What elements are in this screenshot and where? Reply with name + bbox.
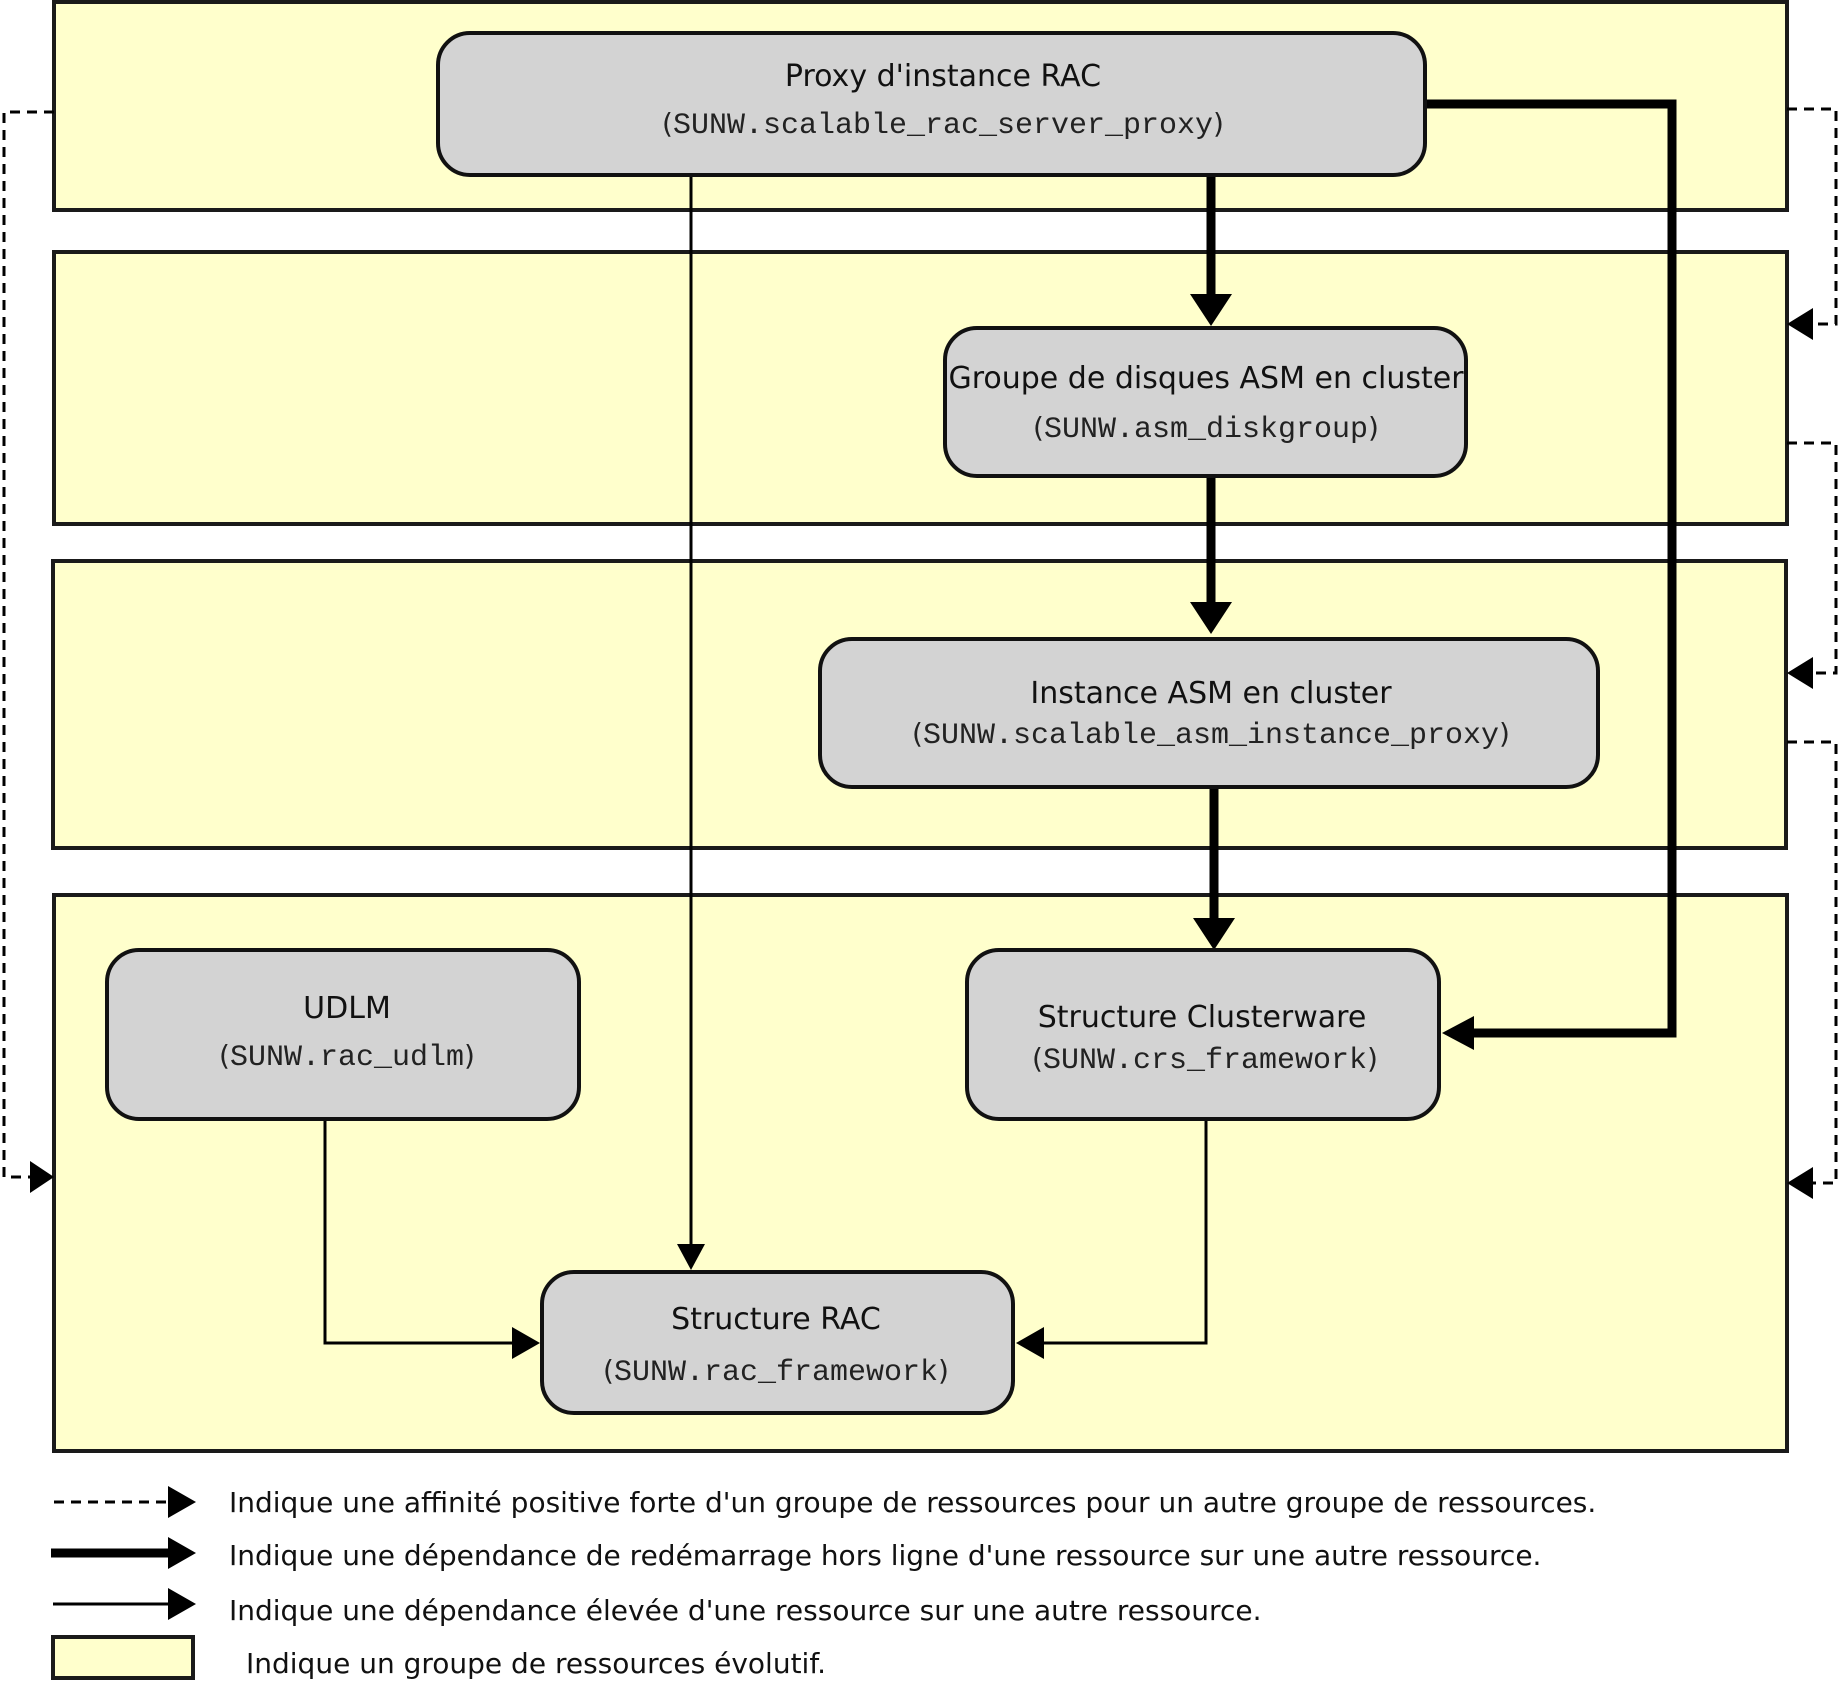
legend-dashed-text: Indique une affinité positive forte d'un… (229, 1486, 1596, 1519)
svg-text:(SUNW.asm_diskgroup): (SUNW.asm_diskgroup) (1033, 411, 1379, 447)
affinity-arrowhead-1 (1787, 308, 1813, 340)
arrowhead-instance-to-crs (1193, 918, 1235, 950)
arrowhead-proxy-to-crs (1442, 1016, 1474, 1050)
affinity-arrowhead-3 (1787, 1167, 1813, 1199)
node-type-name: SUNW.asm_diskgroup (1044, 413, 1368, 447)
legend-thick: Indique une dépendance de redémarrage ho… (51, 1537, 1541, 1572)
edge-crs-to-rac-framework (1044, 1119, 1208, 1345)
legend-group-text: Indique un groupe de ressources évolutif… (246, 1647, 826, 1680)
node-title: Proxy d'instance RAC (785, 59, 1101, 94)
svg-text:(SUNW.crs_framework): (SUNW.crs_framework) (1032, 1042, 1378, 1078)
affinity-left (2, 110, 54, 1193)
svg-text:(SUNW.rac_framework): (SUNW.rac_framework) (603, 1354, 949, 1390)
node-asm-diskgroup: Groupe de disques ASM en cluster (SUNW.a… (943, 326, 1468, 478)
legend-dashed: Indique une affinité positive forte d'un… (54, 1486, 1596, 1519)
arrowhead-proxy-to-diskgroup (1190, 294, 1232, 326)
svg-text:(SUNW.rac_udlm): (SUNW.rac_udlm) (219, 1039, 475, 1075)
svg-text:(SUNW.scalable_asm_instance_pr: (SUNW.scalable_asm_instance_proxy) (912, 717, 1510, 753)
edge-udlm-to-rac-framework (323, 1119, 512, 1345)
node-type-name: SUNW.scalable_asm_instance_proxy (923, 719, 1499, 753)
strong-dependency-edges (323, 175, 1208, 1359)
arrowhead-proxy-to-rac-framework (677, 1244, 705, 1270)
node-asm-instance: Instance ASM en cluster (SUNW.scalable_a… (818, 637, 1600, 789)
node-type-name: SUNW.scalable_rac_server_proxy (673, 109, 1213, 143)
svg-text:(SUNW.scalable_rac_server_prox: (SUNW.scalable_rac_server_proxy) (662, 107, 1224, 143)
node-rac-framework: Structure RAC (SUNW.rac_framework) (540, 1270, 1015, 1415)
edge-proxy-to-crs (1425, 99, 1677, 1038)
legend-thin: Indique une dépendance élevée d'une ress… (53, 1588, 1261, 1627)
legend: Indique une affinité positive forte d'un… (51, 1486, 1596, 1680)
arrowhead-crs-to-rac-framework (1016, 1327, 1044, 1359)
offline-restart-edges (1190, 99, 1677, 1050)
node-rac-proxy: Proxy d'instance RAC (SUNW.scalable_rac_… (436, 31, 1427, 177)
node-title: Instance ASM en cluster (1030, 676, 1392, 711)
node-type-name: SUNW.crs_framework (1043, 1044, 1367, 1078)
affinity-arrowhead-left (30, 1161, 54, 1193)
resource-group-asm-diskgroup (52, 250, 1789, 526)
node-type-name: SUNW.rac_framework (614, 1356, 938, 1390)
legend-group: Indique un groupe de ressources évolutif… (51, 1635, 826, 1680)
node-udlm: UDLM (SUNW.rac_udlm) (105, 948, 581, 1121)
node-crs-framework: Structure Clusterware (SUNW.crs_framewor… (965, 948, 1441, 1121)
node-title: Groupe de disques ASM en cluster (948, 361, 1464, 396)
affinity-right (1787, 107, 1838, 1199)
legend-thin-text: Indique une dépendance élevée d'une ress… (229, 1594, 1261, 1627)
node-title: UDLM (303, 991, 391, 1026)
arrowhead-udlm-to-rac-framework (512, 1327, 540, 1359)
node-type-name: SUNW.rac_udlm (230, 1041, 464, 1075)
node-title: Structure RAC (671, 1302, 881, 1337)
affinity-arrowhead-2 (1787, 657, 1813, 689)
legend-thick-text: Indique une dépendance de redémarrage ho… (229, 1539, 1541, 1572)
node-title: Structure Clusterware (1038, 1000, 1367, 1035)
arrowhead-diskgroup-to-instance (1190, 602, 1232, 634)
